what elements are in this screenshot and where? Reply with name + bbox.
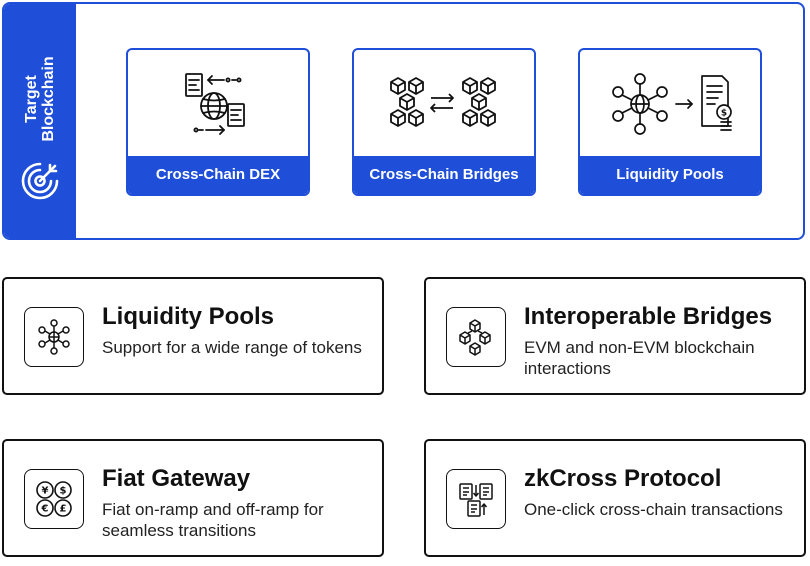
svg-text:$: $ [60,486,67,497]
feature-liquidity-pools: Liquidity Pools Support for a wide range… [2,277,384,395]
target-blockchain-panel: Target Blockchain [2,2,805,240]
globe-exchange-icon [185,73,245,135]
network-to-document-icon: $ [612,73,732,135]
network-hub-icon [24,307,84,367]
feature-interoperable-bridges: Interoperable Bridges EVM and non-EVM bl… [424,277,806,395]
card-cross-chain-dex: Cross-Chain DEX [126,48,310,196]
target-blockchain-tab: Target Blockchain [4,4,76,238]
svg-text:€: € [41,504,49,515]
feature-zkcross-protocol: zkCross Protocol One-click cross-chain t… [424,439,806,557]
currency-icon: ¥ $ € £ [24,469,84,529]
cubes-icon [446,307,506,367]
svg-text:¥: ¥ [42,486,49,497]
target-blockchain-label: Target Blockchain [23,56,57,142]
svg-text:£: £ [60,504,67,515]
feature-description: One-click cross-chain transactions [524,500,783,519]
feature-title: zkCross Protocol [524,465,722,492]
feature-title: Fiat Gateway [102,465,251,492]
document-swap-icon [446,469,506,529]
feature-title: Liquidity Pools [102,303,274,330]
card-label: Liquidity Pools [580,156,760,194]
feature-description: Fiat on-ramp and off-ramp for seamless t… [102,500,324,540]
card-label: Cross-Chain Bridges [354,156,534,194]
feature-description: EVM and non-EVM blockchain interactions [524,338,755,378]
card-label: Cross-Chain DEX [128,156,308,194]
card-cross-chain-bridges: Cross-Chain Bridges [352,48,536,196]
feature-description: Support for a wide range of tokens [102,338,362,357]
feature-fiat-gateway: ¥ $ € £ Fiat Gateway Fiat on-ramp and off-… [2,439,384,557]
svg-text:$: $ [721,109,727,119]
feature-title: Interoperable Bridges [524,303,773,330]
blocks-bridge-icon [390,77,496,127]
card-liquidity-pools: $ Liquidity Pools [578,48,762,196]
target-icon [21,162,59,200]
